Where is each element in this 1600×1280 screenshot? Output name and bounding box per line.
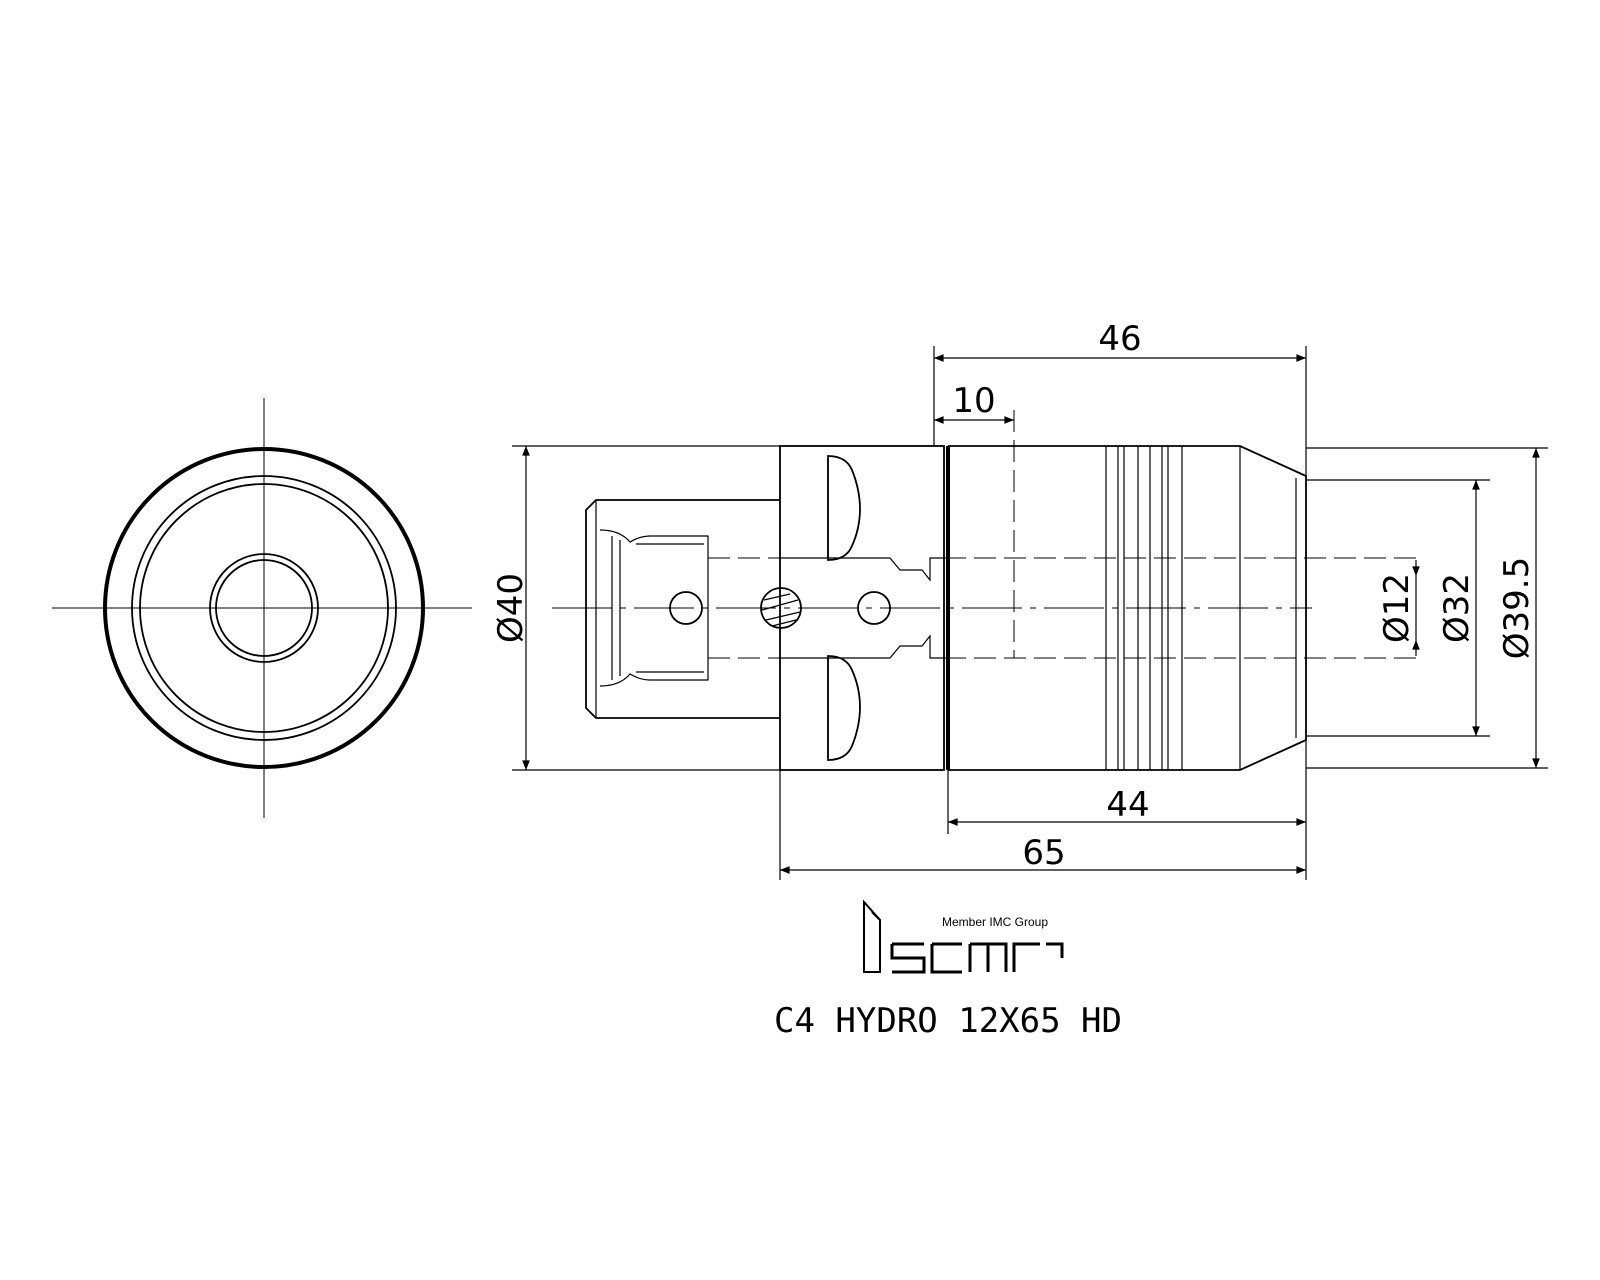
body-hole <box>857 591 891 625</box>
outer-circle <box>103 447 425 769</box>
end-view <box>52 398 472 818</box>
inner-ring-circle <box>139 483 389 733</box>
shank-outline <box>585 499 780 719</box>
grip-grooves <box>1105 446 1183 770</box>
dim-offset: 10 <box>952 381 995 421</box>
bore-outer-circle <box>209 553 319 663</box>
dim-overall-length: 65 <box>1022 833 1065 873</box>
front-body-outline <box>948 445 1307 771</box>
drawing-title: C4 HYDRO 12X65 HD <box>774 1001 1122 1041</box>
logo-tagline: Member IMC Group <box>942 915 1048 929</box>
screw-symbol <box>760 587 802 629</box>
dim-diameter-40: Ø40 <box>491 573 531 643</box>
shank-groove <box>599 529 709 687</box>
dim-head-length: 46 <box>1098 319 1141 359</box>
shank-hole <box>669 591 703 625</box>
middle-circle <box>131 475 397 741</box>
clamping-body <box>779 445 945 771</box>
dim-diameter-39-5: Ø39.5 <box>1497 557 1537 659</box>
upper-clamp-lobe <box>827 455 861 561</box>
bore-inner-circle <box>215 559 313 657</box>
side-view <box>552 410 1420 771</box>
dim-diameter-32: Ø32 <box>1437 573 1477 643</box>
dim-diameter-12: Ø12 <box>1377 573 1417 643</box>
dim-body-length: 44 <box>1106 785 1149 825</box>
lower-clamp-lobe <box>827 655 861 761</box>
dimension-lines <box>512 346 1548 880</box>
iscar-logo: Member IMC Group <box>863 899 1064 974</box>
